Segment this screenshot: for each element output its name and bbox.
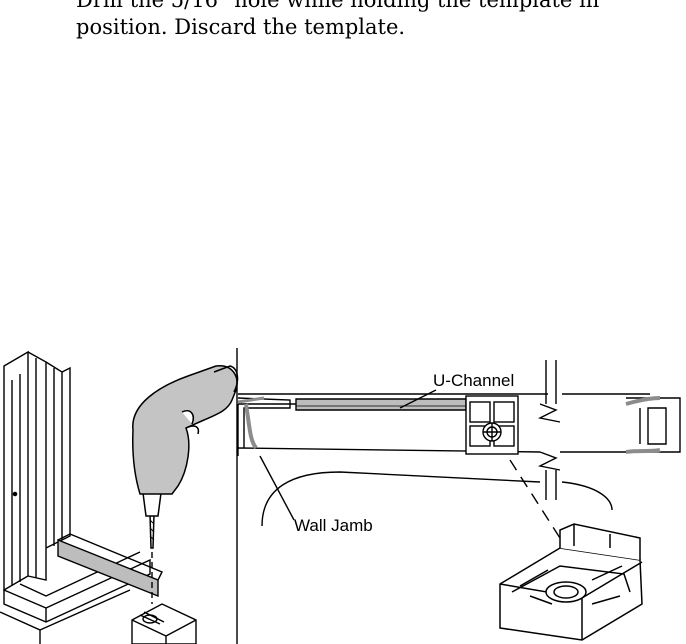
label-u-channel: U-Channel xyxy=(433,371,515,390)
label-wall-jamb: Wall Jamb xyxy=(294,516,373,535)
instruction-text: Drill the 5/16" hole while holding the t… xyxy=(76,0,636,41)
instruction-line-1: Drill the 5/16" hole while holding the t… xyxy=(76,0,600,12)
instruction-line-2: position. Discard the template. xyxy=(76,15,406,39)
template-icon xyxy=(499,523,643,641)
drill-icon xyxy=(132,365,239,549)
frame-corner-drawing xyxy=(0,350,197,644)
u-channel-drawing xyxy=(236,348,681,644)
